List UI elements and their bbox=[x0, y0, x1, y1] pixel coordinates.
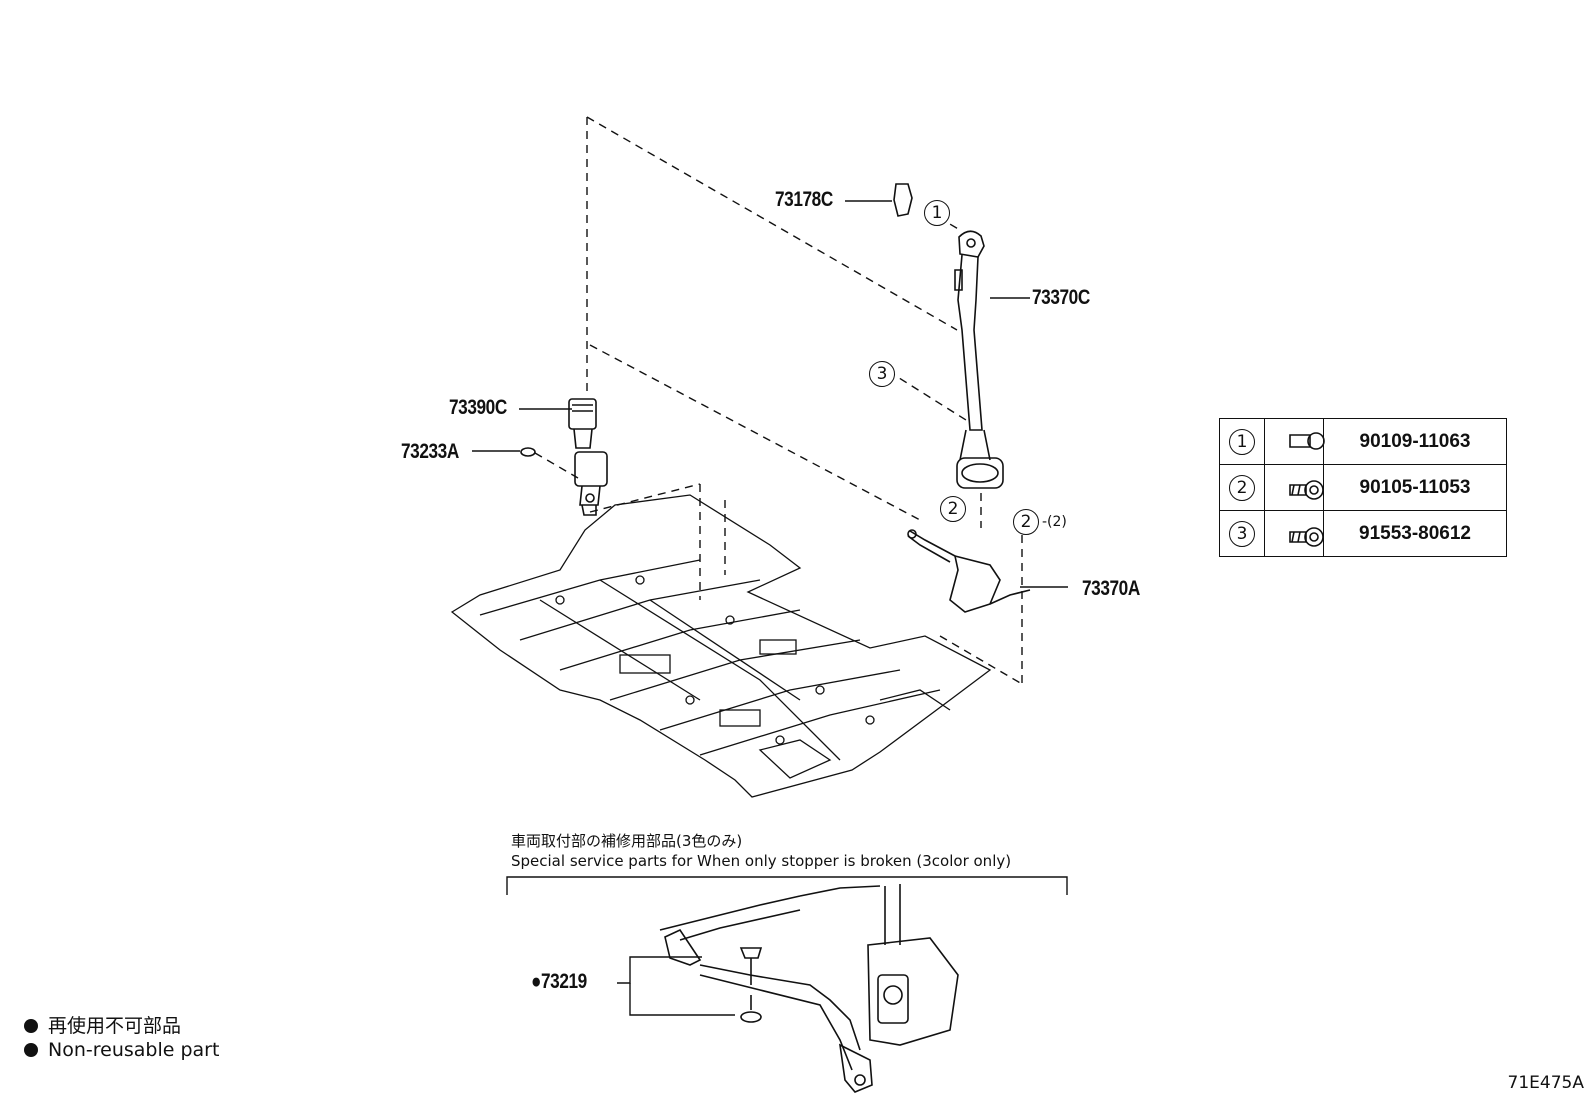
legend-en: Non-reusable part bbox=[24, 1039, 219, 1061]
callout-3: 3 bbox=[869, 361, 895, 387]
leader-lines bbox=[472, 200, 1068, 1016]
part-number-cell[interactable]: 91553-80612 bbox=[1323, 510, 1507, 557]
legend-bullet-icon bbox=[24, 1043, 38, 1057]
callout-2-lower: 2 bbox=[1013, 509, 1039, 535]
service-note-en: Special service parts for When only stop… bbox=[511, 852, 1012, 870]
service-bracket bbox=[506, 876, 1068, 895]
part-number-cell[interactable]: 90105-11053 bbox=[1323, 464, 1507, 511]
table-row[interactable]: 2 90105-11053 bbox=[1219, 464, 1507, 511]
part-label-73219[interactable]: ●73219 bbox=[531, 970, 587, 993]
fastener-table: 1 90109-11063 2 90105-11053 3 91553-8061… bbox=[1219, 418, 1507, 557]
part-label-73178c[interactable]: 73178C bbox=[775, 188, 833, 211]
reference-code: 71E475A bbox=[1507, 1073, 1584, 1093]
part-label-73233a[interactable]: 73233A bbox=[401, 440, 459, 463]
service-note-jp: 車両取付部の補修用部品(3色のみ) bbox=[511, 832, 743, 850]
table-ref-3: 3 bbox=[1229, 520, 1255, 547]
callout-2-quantity: -(2) bbox=[1042, 514, 1067, 530]
part-number-cell[interactable]: 90109-11063 bbox=[1323, 418, 1507, 465]
belt-73370a bbox=[907, 529, 1031, 613]
dashed-guides bbox=[534, 116, 1023, 685]
table-ref-1: 1 bbox=[1229, 428, 1255, 455]
table-row[interactable]: 1 90109-11063 bbox=[1219, 418, 1507, 465]
part-label-73390c[interactable]: 73390C bbox=[449, 396, 507, 419]
part-label-73370c[interactable]: 73370C bbox=[1032, 286, 1090, 309]
cap-73233a bbox=[520, 447, 536, 457]
service-part-illustration bbox=[659, 884, 959, 1093]
belt-73370c bbox=[954, 230, 1004, 489]
part-label-73370a[interactable]: 73370A bbox=[1082, 577, 1140, 600]
callout-2-upper: 2 bbox=[940, 496, 966, 522]
cover-73178c bbox=[893, 183, 913, 217]
table-row[interactable]: 3 91553-80612 bbox=[1219, 510, 1507, 557]
legend-jp: 再使用不可部品 bbox=[24, 1011, 181, 1038]
vehicle-floor bbox=[450, 494, 992, 798]
callout-1: 1 bbox=[924, 200, 950, 226]
table-ref-2: 2 bbox=[1229, 474, 1255, 501]
buckle-73390c bbox=[568, 398, 608, 516]
legend-bullet-icon bbox=[24, 1019, 38, 1033]
